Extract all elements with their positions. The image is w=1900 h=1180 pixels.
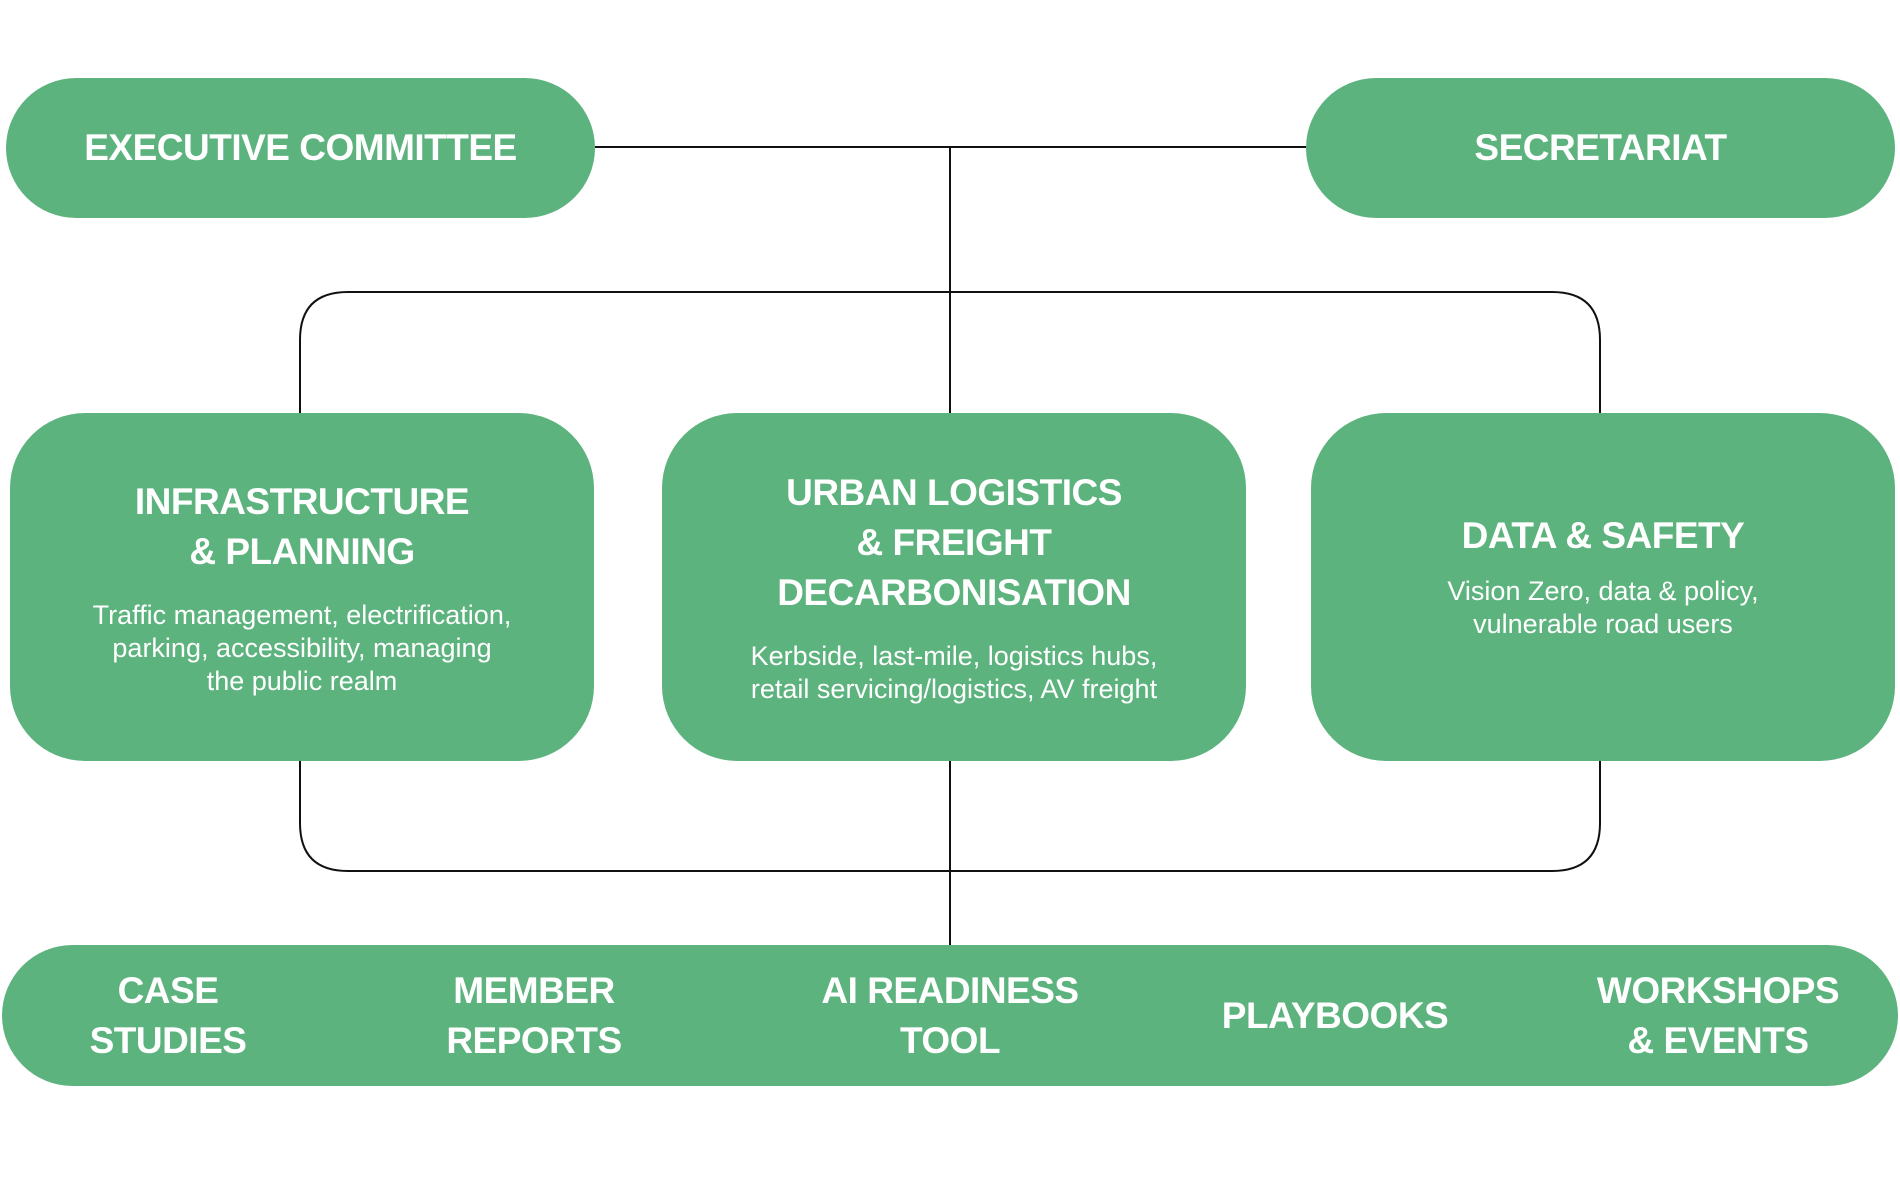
output-case-studies: CASE STUDIES	[89, 969, 247, 1061]
executive-committee-label: EXECUTIVE COMMITTEE	[84, 127, 517, 168]
workstream-description: Vision Zero, data & policy, vulnerable r…	[1447, 576, 1759, 639]
executive-committee-box: EXECUTIVE COMMITTEE	[6, 78, 595, 218]
workstream-description: Kerbside, last-mile, logistics hubs, ret…	[750, 641, 1158, 704]
lower-bracket	[299, 761, 1601, 945]
workstream-description: Traffic management, electrification, par…	[92, 599, 512, 696]
outputs-bar: CASE STUDIES MEMBER REPORTS AI READINESS…	[2, 945, 1898, 1086]
workstream-urban-logistics: URBAN LOGISTICS & FREIGHT DECARBONISATIO…	[662, 413, 1246, 761]
workstream-title: INFRASTRUCTURE & PLANNING	[134, 480, 470, 572]
top-connector	[595, 146, 1306, 413]
secretariat-label: SECRETARIAT	[1474, 127, 1727, 168]
output-workshops-events: WORKSHOPS & EVENTS	[1596, 969, 1840, 1061]
output-ai-readiness-tool: AI READINESS TOOL	[821, 969, 1079, 1061]
workstream-data-safety: DATA & SAFETY Vision Zero, data & policy…	[1311, 413, 1895, 761]
output-playbooks: PLAYBOOKS	[1221, 994, 1449, 1036]
workstream-title: DATA & SAFETY	[1461, 515, 1745, 556]
workstream-title: URBAN LOGISTICS & FREIGHT DECARBONISATIO…	[777, 472, 1131, 613]
upper-bracket	[299, 291, 1601, 413]
secretariat-box: SECRETARIAT	[1306, 78, 1895, 218]
output-member-reports: MEMBER REPORTS	[446, 969, 622, 1061]
workstream-infrastructure: INFRASTRUCTURE & PLANNING Traffic manage…	[10, 413, 594, 761]
